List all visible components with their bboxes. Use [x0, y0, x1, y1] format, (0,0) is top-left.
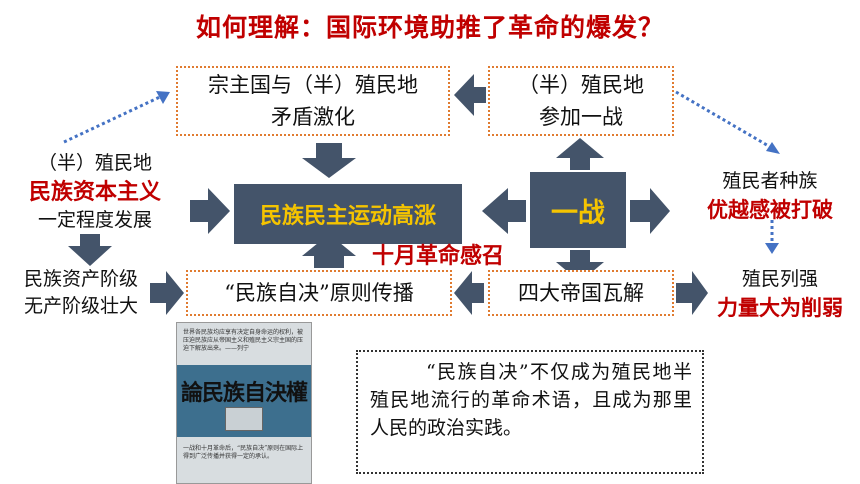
left-capitalism-line1: （半）殖民地: [37, 152, 152, 174]
left-classes: 民族资产阶级 无产阶级壮大: [6, 266, 156, 320]
left-capitalism-line3: 一定程度发展: [37, 209, 152, 231]
arrow-left-2: [482, 188, 526, 234]
poster-top-text: 世界各民族均应享有决定自身命运的权利，被压迫民族应从帝国主义和殖民主义宗主国的压…: [183, 329, 304, 352]
box-contradiction-line1: 宗主国与（半）殖民地: [208, 73, 418, 97]
arrow-right-2: [150, 271, 184, 315]
left-capitalism: （半）殖民地 民族资本主义 一定程度发展: [6, 150, 184, 234]
arrow-left-1: [454, 74, 486, 116]
box-join-war-line1: （半）殖民地: [518, 73, 644, 97]
box-center-movement: 民族民主运动高涨: [234, 184, 462, 244]
page-title: 如何理解：国际环境助推了革命的爆发？: [195, 13, 664, 42]
box-contradiction: 宗主国与（半）殖民地 矛盾激化: [176, 66, 450, 136]
quote-box: “民族自决”不仅成为殖民地半殖民地流行的革命术语，且成为那里人民的政治实践。: [356, 350, 704, 474]
box-contradiction-line2: 矛盾激化: [271, 105, 355, 129]
box-empires-collapse: 四大帝国瓦解: [488, 270, 674, 316]
right-powers-line2: 力量大为削弱: [717, 295, 843, 320]
box-world-war-one: 一战: [530, 172, 626, 248]
box-self-determination: “民族自决”原则传播: [186, 270, 452, 316]
arrow-down-1: [302, 143, 356, 178]
arrow-down-2: [556, 250, 604, 282]
left-classes-line2: 无产阶级壮大: [23, 295, 138, 317]
october-revolution-label: 十月革命感召: [372, 243, 505, 269]
right-racism-line2: 优越感被打破: [707, 197, 833, 222]
dotted-arrow-1: [63, 94, 163, 144]
arrow-right-3: [676, 271, 708, 315]
dotted-arrow-2: [675, 90, 773, 150]
box-join-war: （半）殖民地 参加一战: [488, 66, 674, 136]
arrow-up-1: [556, 138, 604, 170]
right-powers-line1: 殖民列强: [741, 268, 818, 290]
poster-title: 論民族自決權: [180, 380, 308, 406]
book-cover-image: 世界各民族均应享有决定自身命运的权利，被压迫民族应从帝国主义和殖民主义宗主国的压…: [176, 322, 312, 484]
quote-text: “民族自决”不仅成为殖民地半殖民地流行的革命术语，且成为那里人民的政治实践。: [370, 361, 692, 439]
arrow-left-4: [454, 271, 484, 315]
right-racism: 殖民者种族 优越感被打破: [680, 168, 860, 225]
arrow-left-3: [190, 188, 230, 234]
arrow-up-2: [302, 234, 356, 268]
left-classes-line1: 民族资产阶级: [23, 268, 138, 290]
poster-publisher-mark: [225, 407, 263, 431]
right-powers: 殖民列强 力量大为削弱: [700, 266, 860, 323]
right-racism-line1: 殖民者种族: [722, 170, 818, 192]
left-capitalism-line2: 民族资本主义: [28, 179, 161, 205]
poster-bottom-text: 一战和十月革命后，“民族自决”原则在国际上得到广泛传播并获得一定的承认。: [183, 445, 304, 460]
box-join-war-line2: 参加一战: [539, 105, 623, 129]
arrow-right-1: [630, 188, 670, 234]
arrow-down-3: [68, 234, 112, 266]
